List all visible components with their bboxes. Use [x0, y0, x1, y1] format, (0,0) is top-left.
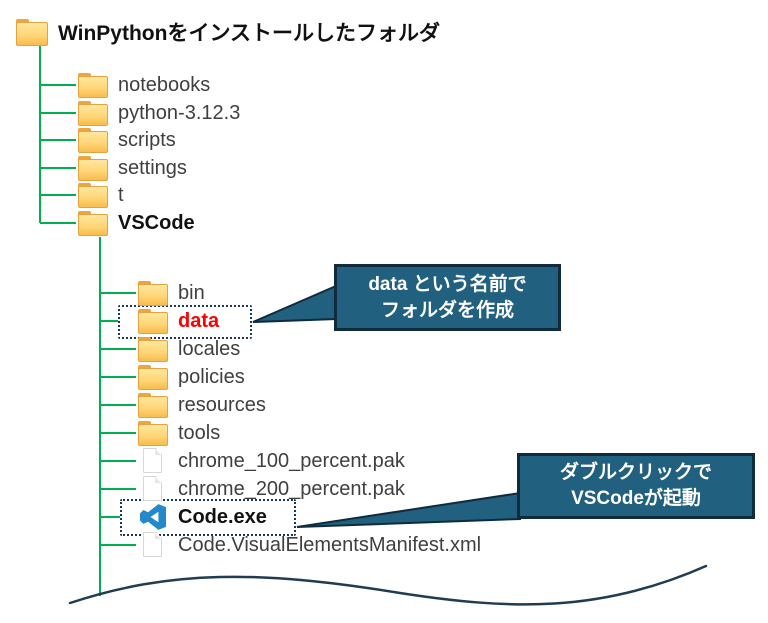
- tree-item-label: python-3.12.3: [118, 101, 241, 124]
- folder-icon: [78, 72, 108, 98]
- folder-icon: [138, 308, 168, 334]
- tree-item-data: data: [138, 307, 219, 335]
- tree-item-code-exe: Code.exe: [138, 503, 267, 531]
- tree-item-notebooks: notebooks: [78, 71, 210, 99]
- vscode-logo-icon: [138, 504, 168, 531]
- tree-item-label: scripts: [118, 128, 176, 151]
- tree-item-policies: policies: [138, 363, 245, 391]
- tree-item-python-3-12-3: python-3.12.3: [78, 99, 240, 127]
- callout-text-line1: ダブルクリックで: [559, 462, 712, 484]
- tree-item-label: WinPythonをインストールしたフォルダ: [58, 22, 441, 45]
- tree-item-label: data: [178, 309, 220, 332]
- tree-item-label: Code.VisualElementsManifest.xml: [178, 533, 482, 556]
- callout-create-data-folder: data という名前で フォルダを作成: [334, 264, 561, 331]
- tree-item-scripts: scripts: [78, 126, 176, 154]
- tree-item-tools: tools: [138, 419, 220, 447]
- folder-icon: [138, 364, 168, 390]
- folder-icon: [78, 127, 108, 153]
- folder-icon: [138, 420, 168, 446]
- tree-item-settings: settings: [78, 154, 187, 182]
- tree-item-label: locales: [178, 337, 241, 360]
- file-icon: [138, 476, 168, 502]
- callout-text-line2: フォルダを作成: [380, 299, 514, 321]
- tree-item-t: t: [78, 181, 124, 209]
- tree-item-chrome-200-percent-pak: chrome_200_percent.pak: [138, 475, 405, 503]
- folder-icon: [78, 100, 108, 126]
- tree-item-bin: bin: [138, 279, 205, 307]
- callout-tail-data: [252, 284, 337, 323]
- tree-item-locales: locales: [138, 335, 240, 363]
- tree-item-label: VSCode: [118, 211, 195, 234]
- tree-item-label: chrome_100_percent.pak: [178, 449, 405, 472]
- callout-text-line1: data という名前で: [368, 273, 527, 295]
- file-icon: [138, 532, 168, 558]
- tree-branch-lines: [39, 46, 136, 596]
- tree-item-root: WinPythonをインストールしたフォルダ: [16, 17, 440, 47]
- file-icon: [138, 448, 168, 474]
- tree-item-label: bin: [178, 281, 205, 304]
- folder-icon: [16, 18, 48, 46]
- tree-item-chrome-100-percent-pak: chrome_100_percent.pak: [138, 447, 405, 475]
- folder-icon: [78, 182, 108, 208]
- callout-text-line2: VSCodeが起動: [571, 488, 701, 509]
- tree-item-label: settings: [118, 156, 187, 179]
- folder-icon: [138, 280, 168, 306]
- callout-double-click-launch: ダブルクリックで VSCodeが起動: [517, 453, 755, 519]
- tree-item-resources: resources: [138, 391, 266, 419]
- tree-item-code-visualelementsmanifest-xml: Code.VisualElementsManifest.xml: [138, 531, 481, 559]
- tree-item-label: chrome_200_percent.pak: [178, 477, 405, 500]
- tree-item-label: Code.exe: [178, 505, 267, 528]
- tree-item-label: policies: [178, 365, 245, 388]
- tree-item-label: notebooks: [118, 73, 211, 96]
- folder-icon: [138, 392, 168, 418]
- wave-cutoff-line: [68, 564, 708, 606]
- folder-icon: [138, 336, 168, 362]
- tree-item-label: t: [118, 183, 124, 206]
- tree-item-label: tools: [178, 421, 221, 444]
- folder-icon: [78, 155, 108, 181]
- tree-item-label: resources: [178, 393, 266, 416]
- folder-icon: [78, 210, 108, 236]
- tree-item-vscode-folder: VSCode: [78, 209, 195, 237]
